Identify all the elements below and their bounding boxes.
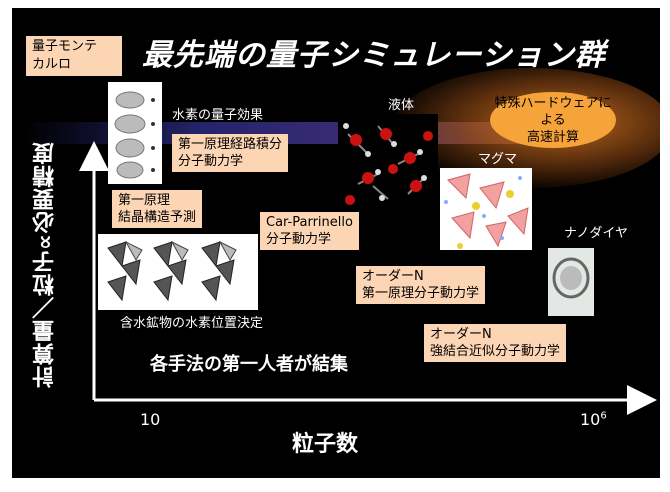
- hydrogen-molecules-image: [108, 82, 162, 184]
- order-n-tight-binding-box: オーダーN 強結合近似分子動力学: [424, 324, 567, 362]
- x-tick-high: 106: [580, 410, 607, 429]
- special-hardware-text: 特殊ハードウェアによる 高速計算: [494, 95, 612, 145]
- hydrous-mineral-image: [98, 234, 258, 310]
- magma-image: [440, 168, 532, 250]
- magma-label: マグマ: [478, 152, 518, 167]
- nanodiamond-image: [548, 248, 594, 316]
- page-title: 最先端の量子シミュレーション群: [142, 38, 606, 73]
- axes: [79, 141, 657, 415]
- x-axis-label: 粒子数: [292, 432, 359, 457]
- hydrogen-quantum-label: 水素の量子効果: [172, 108, 264, 123]
- liquid-image: [338, 114, 438, 210]
- summary-label: 各手法の第一人者が結集: [150, 354, 348, 375]
- crystal-prediction-box: 第一原理 結晶構造予測: [112, 190, 203, 228]
- hydrous-minerals-label: 含水鉱物の水素位置決定: [120, 316, 264, 331]
- car-parrinello-box: Car-Parrinello 分子動力学: [260, 212, 359, 250]
- liquid-label: 液体: [388, 98, 415, 113]
- x-tick-low: 10: [140, 410, 161, 429]
- nanodiamond-label: ナノダイヤ: [564, 226, 628, 241]
- order-n-first-principles-box: オーダーN 第一原理分子動力学: [356, 266, 486, 304]
- special-hardware-ellipse: 特殊ハードウェアによる 高速計算: [490, 92, 616, 148]
- path-integral-box: 第一原理経路積分 分子動力学: [172, 134, 289, 172]
- qmc-label: 量子モンテ カルロ: [26, 36, 122, 76]
- slide: 量子モンテ カルロ 最先端の量子シミュレーション群 特殊ハードウェアによる 高速…: [12, 8, 660, 478]
- y-axis-label: 計算量／粒子∝必要精度: [33, 141, 58, 389]
